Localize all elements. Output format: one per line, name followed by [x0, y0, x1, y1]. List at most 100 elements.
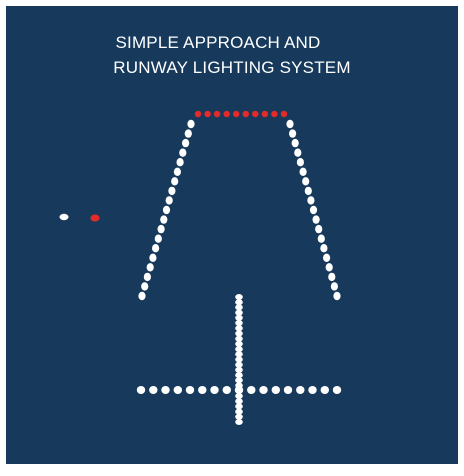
white-edge-light [304, 186, 312, 196]
red-threshold-light [252, 110, 259, 118]
white-centerline-light [235, 299, 243, 306]
white-edge-light [168, 186, 176, 196]
white-centerline-light [235, 330, 243, 337]
red-threshold-light [213, 110, 221, 118]
white-edge-light [160, 215, 168, 224]
white-edge-light [182, 138, 190, 148]
white-edge-light [299, 167, 307, 176]
white-centerline-light [235, 361, 243, 368]
white-crossbar-light [198, 386, 207, 394]
white-edge-light [157, 224, 165, 234]
white-crossbar-light [332, 386, 342, 394]
white-edge-light [152, 244, 160, 253]
white-edge-light [165, 196, 173, 205]
white-crossbar-light [149, 386, 158, 394]
white-centerline-light [235, 346, 243, 353]
white-crossbar-light [173, 386, 182, 394]
white-centerline-light [235, 398, 243, 405]
red-threshold-light [271, 110, 278, 118]
approach-centerline-lights [235, 294, 243, 425]
white-edge-light [179, 148, 187, 157]
white-centerline-light [235, 340, 243, 347]
red-threshold-light [204, 110, 211, 118]
red-threshold-light [233, 110, 240, 118]
white-centerline-light [235, 304, 243, 311]
white-edge-light [146, 263, 154, 272]
white-edge-light [333, 291, 341, 301]
white-centerline-light [235, 314, 243, 321]
white-crossbar-light [210, 386, 219, 394]
threshold-bar-red-lights [194, 110, 288, 118]
diagram-title-line-1: SIMPLE APPROACH AND [115, 33, 321, 52]
white-edge-light [325, 263, 333, 272]
white-crossbar-light [271, 386, 280, 394]
white-centerline-light [235, 393, 243, 399]
white-centerline-light [235, 294, 243, 300]
white-centerline-light [235, 335, 243, 342]
white-edge-light [289, 129, 297, 138]
white-edge-light [184, 129, 192, 138]
white-edge-light [294, 148, 302, 157]
white-crossbar-light [296, 386, 305, 394]
white-centerline-light [235, 413, 243, 420]
white-edge-light [138, 291, 146, 301]
white-crossbar-light [234, 386, 244, 394]
white-crossbar-light [283, 386, 293, 394]
white-edge-light [149, 253, 157, 262]
white-centerline-light [235, 309, 243, 316]
white-edge-light [296, 158, 304, 167]
white-edge-light [141, 282, 149, 291]
white-edge-light [315, 224, 323, 234]
white-centerline-light [235, 325, 243, 332]
white-centerline-light [235, 408, 243, 415]
white-edge-light [302, 177, 310, 186]
diagram-title-line-2: RUNWAY LIGHTING SYSTEM [113, 58, 351, 77]
white-crossbar-light [259, 386, 268, 394]
white-crossbar-light [185, 386, 195, 394]
white-edge-light [286, 119, 294, 129]
approach-crossbar-lights [136, 386, 342, 394]
white-edge-light [309, 205, 318, 215]
white-centerline-light [235, 320, 243, 326]
red-threshold-light [194, 110, 202, 118]
white-centerline-light [235, 366, 243, 373]
white-crossbar-light [247, 386, 256, 394]
white-centerline-light [235, 419, 243, 425]
white-centerline-light [235, 372, 243, 379]
white-edge-light [330, 282, 338, 291]
red-threshold-light [223, 110, 230, 118]
white-edge-light [162, 205, 171, 215]
white-edge-light [154, 234, 162, 243]
white-centerline-light [235, 403, 243, 410]
runway-right-edge-lights [286, 119, 341, 301]
runway-left-edge-lights [138, 119, 195, 301]
white-centerline-light [235, 377, 243, 384]
white-crossbar-light [161, 386, 170, 394]
white-edge-light [173, 167, 181, 176]
white-edge-light [312, 215, 320, 224]
red-threshold-light [261, 110, 269, 118]
white-edge-light [176, 158, 184, 167]
white-edge-light [171, 177, 179, 186]
white-centerline-light [235, 356, 243, 363]
white-edge-light [143, 272, 151, 282]
white-crossbar-light [136, 386, 146, 394]
white-crossbar-light [320, 386, 329, 394]
white-edge-light [291, 138, 299, 148]
white-centerline-light [235, 351, 243, 358]
white-crossbar-light [308, 386, 317, 394]
white-crossbar-light [222, 386, 231, 394]
white-edge-light [320, 244, 328, 253]
white-edge-light [187, 119, 195, 129]
white-edge-light [328, 272, 336, 282]
red-threshold-light [242, 110, 249, 118]
white-edge-light [323, 253, 331, 262]
diagram-panel: SIMPLE APPROACH AND RUNWAY LIGHTING SYST… [6, 6, 458, 464]
red-side-light [90, 214, 100, 222]
white-side-light [59, 213, 69, 221]
red-threshold-light [280, 110, 288, 118]
side-indicator-lights [59, 213, 100, 222]
white-edge-light [307, 196, 315, 205]
white-edge-light [317, 234, 325, 243]
